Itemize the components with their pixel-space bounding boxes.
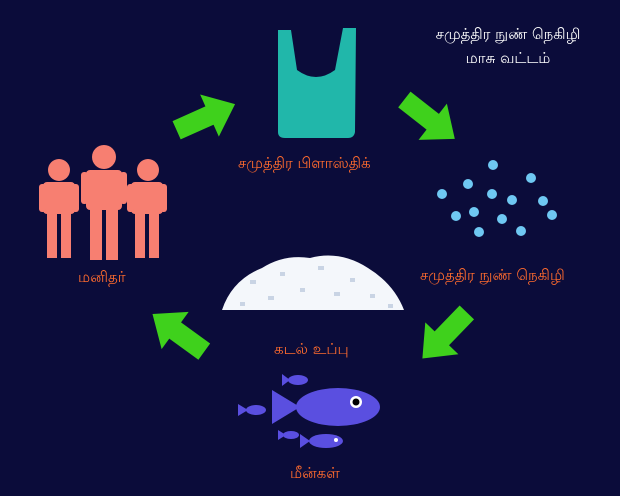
label-ocean-microplastic: சமுத்திர நுண் நெகிழி [420, 266, 565, 284]
fish-bottom-small [278, 430, 299, 440]
title-line-2: மாசு வட்டம் [465, 49, 551, 67]
arrow-salt-to-humans [152, 311, 211, 360]
fish-bottom [300, 434, 343, 448]
label-ocean-plastic: சமுத்திர பிளாஸ்திக் [238, 154, 371, 172]
fish-top [282, 374, 308, 386]
fish-left [238, 404, 266, 416]
arrow-humans-to-plastic [172, 94, 236, 140]
diagram-title: சமுத்திர நுண் நெகிழி மாசு வட்டம் [418, 22, 598, 70]
arrow-microplastic-to-fish [422, 305, 475, 359]
label-fish: மீன்கள் [290, 464, 340, 482]
label-sea-salt: கடல் உப்பு [274, 340, 349, 358]
arrow-plastic-to-microplastic [398, 91, 455, 140]
label-humans: மனிதர் [78, 268, 126, 286]
fish-large [272, 388, 380, 426]
title-line-1: சமுத்திர நுண் நெகிழி [435, 25, 581, 43]
